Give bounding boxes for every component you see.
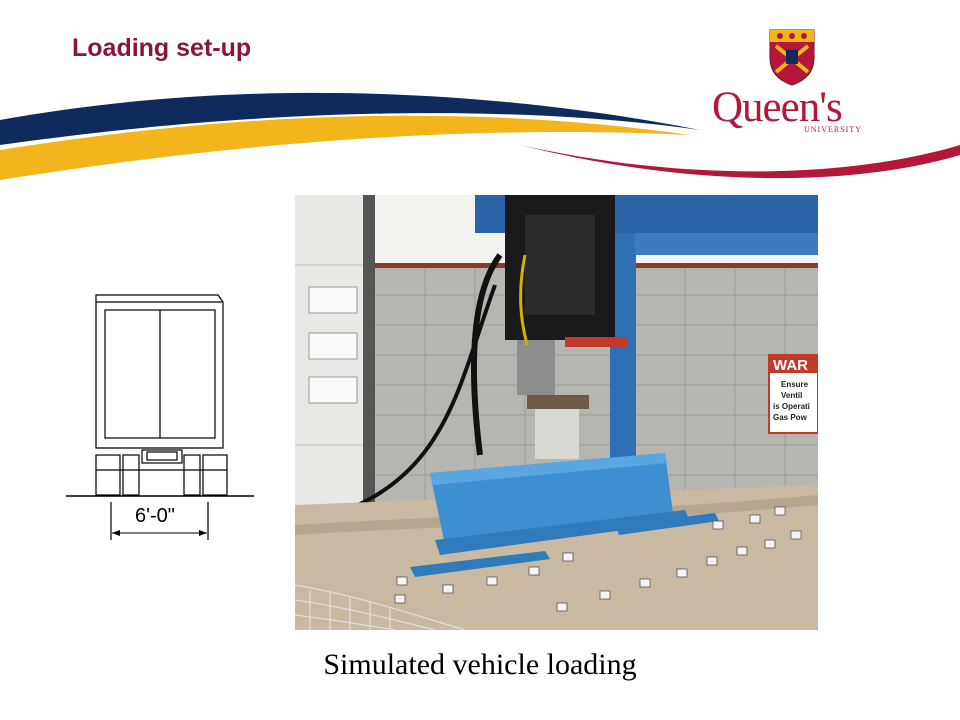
header-swoosh — [0, 92, 960, 180]
photo-caption: Simulated vehicle loading — [323, 648, 637, 681]
left-wheel-outer — [95, 454, 121, 496]
red-swoosh — [520, 145, 960, 179]
sign-line-4: Gas Pow — [773, 413, 808, 422]
right-wheel-inner — [183, 454, 201, 496]
logo-wordmark: Queen's — [712, 84, 843, 131]
crest-icon — [769, 29, 815, 86]
wire-mesh — [295, 584, 466, 630]
sign-line-2: Ventil — [781, 391, 802, 400]
university-logo: Queen's UNIVERSITY — [712, 28, 872, 143]
slide-title: Loading set-up — [72, 34, 252, 62]
lab-photo: WAR Ensure Ventil is Operati Gas Pow — [295, 195, 818, 630]
right-wheel-outer — [202, 454, 228, 496]
sign-line-1: Ensure — [781, 380, 809, 389]
sign-title: WAR — [773, 357, 808, 374]
left-wheel-inner — [122, 454, 140, 496]
survey-markers — [394, 506, 802, 612]
dimension-label: 6'-0" — [135, 505, 175, 527]
truck-rear-diagram — [66, 294, 254, 540]
logo-subtitle: UNIVERSITY — [804, 125, 862, 134]
load-pad-left — [410, 551, 550, 577]
gold-swoosh — [0, 115, 690, 180]
load-pad-right — [615, 513, 719, 535]
dimension-line — [112, 530, 207, 536]
navy-swoosh — [0, 92, 700, 145]
lab-photo-illustration: WAR Ensure Ventil is Operati Gas Pow — [295, 195, 818, 630]
sign-line-3: is Operati — [773, 402, 810, 411]
